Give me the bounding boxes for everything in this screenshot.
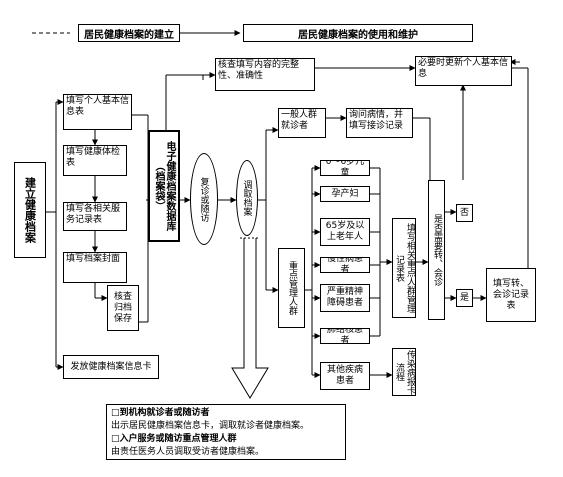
big-down-arrow <box>231 238 269 399</box>
fill-basic-info: 填写个人基本信息表 <box>63 94 132 130</box>
consult-record: 询问病情，并填写接诊记录 <box>346 108 413 138</box>
ehr-database: 电子健康档案数据库（档案袋） <box>148 130 180 242</box>
infectious-report-flow: 传染病报卡流程 <box>392 348 416 396</box>
group-tuberculosis: 肺结核患者 <box>320 328 370 344</box>
group-severe-mental: 严重精神障碍患者 <box>320 284 370 312</box>
update-basic-info: 必要时更新个人基本信息 <box>415 56 512 86</box>
issue-record-card: 发放健康档案信息卡 <box>63 355 159 379</box>
group-maternal: 孕产妇 <box>320 186 370 202</box>
check-content-completeness: 核查填写内容的完整性、准确性 <box>215 58 315 91</box>
fill-related-key-record: 填写相关重点人群管理记录表 <box>392 218 416 318</box>
answer-yes: 是 <box>456 289 473 307</box>
group-chronic: 慢性病患者 <box>320 257 370 273</box>
fill-record-cover: 填写档案封面 <box>63 252 127 283</box>
header-establish: 居民健康档案的建立 <box>78 24 180 42</box>
retrieve-record: 调取档案 <box>236 160 258 236</box>
general-population: 一般人群就诊者 <box>278 108 326 138</box>
fill-referral-record: 填写转、会诊记录表 <box>486 268 536 322</box>
group-other-disease: 其他疾病患者 <box>320 362 370 390</box>
establish-health-record: 建立健康档案 <box>14 162 46 258</box>
group-elderly-65: 65岁及以上老年人 <box>320 218 370 246</box>
key-management-population: 重点管理人群 <box>278 248 305 328</box>
check-archive: 核查归档保存 <box>107 285 139 331</box>
fill-health-exam: 填写健康体检表 <box>63 145 127 176</box>
header-maintain: 居民健康档案的使用和维护 <box>243 24 473 42</box>
group-children-0-6: 0～6岁儿童 <box>320 160 370 176</box>
note-body-home: 由责任医务人员调取受访者健康档案。 <box>111 447 265 457</box>
referral-needed: 是否需要转、会诊 <box>428 180 445 320</box>
answer-no: 否 <box>456 204 473 222</box>
usage-note: □到机构就诊者或随访者 出示居民健康档案信息卡，调取就诊者健康档案。 □入户服务… <box>106 404 346 460</box>
note-body-visitor: 出示居民健康档案信息卡，调取就诊者健康档案。 <box>111 421 310 431</box>
note-title-home: □入户服务或随访重点管理人群 <box>111 434 237 444</box>
note-title-visitor: □到机构就诊者或随访者 <box>111 408 210 418</box>
fill-service-record: 填写各相关服务记录表 <box>63 202 127 231</box>
revisit-or-followup: 复诊或随访 <box>190 153 218 245</box>
